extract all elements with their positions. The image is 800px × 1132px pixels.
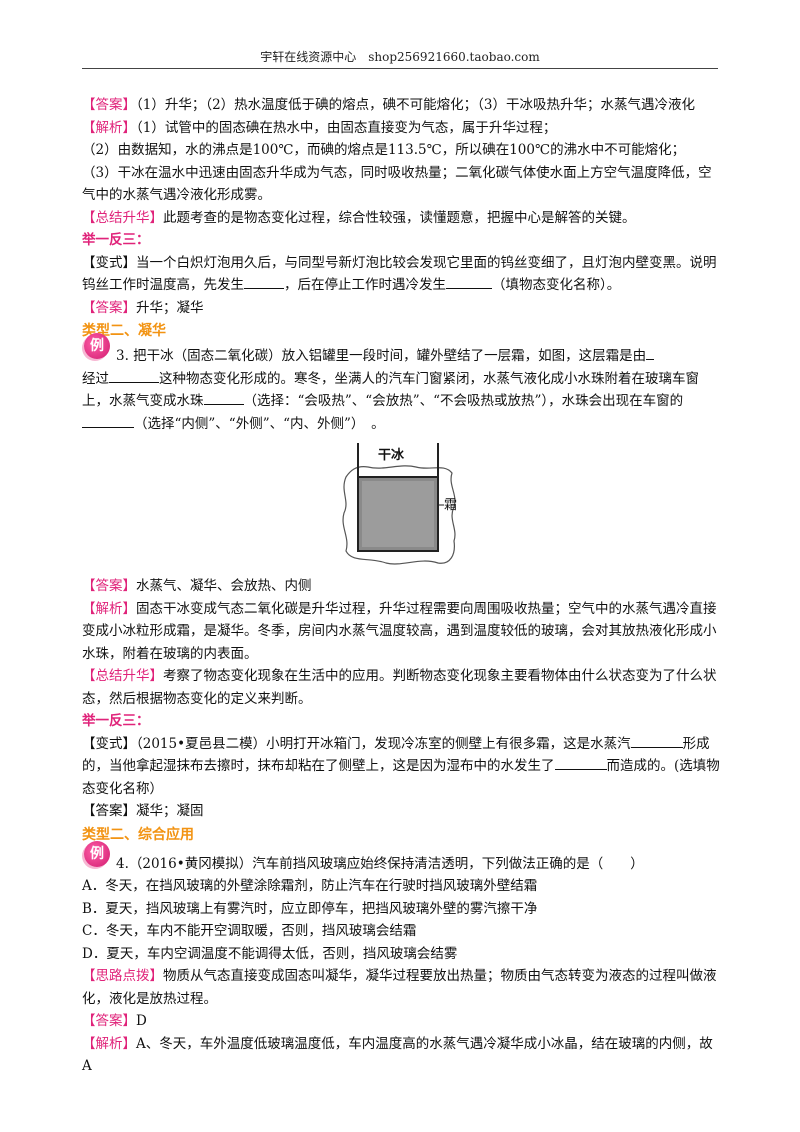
answer-text: D <box>136 1013 147 1029</box>
hint-tag: 【思路点拨】 <box>82 968 163 984</box>
blank <box>82 413 134 428</box>
answer-tag: 【答案】 <box>82 1013 136 1029</box>
blank <box>646 345 655 360</box>
option-a: A．冬天，在挡风玻璃的外壁涂除霜剂，防止汽车在行驶时挡风玻璃外壁结霜 <box>82 878 538 894</box>
answer-4: 【答案】D <box>82 1010 722 1033</box>
variant-text-a: （2015•夏邑县二模）小明打开冰箱门，发现冷冻室的侧壁上有很多霜，这是水蒸汽 <box>136 735 631 752</box>
analysis-text: A、冬天，车外温度低玻璃温度低，车内温度高的水蒸气遇冷凝华成小冰晶，结在玻璃的内… <box>82 1035 713 1075</box>
blank <box>109 368 159 383</box>
document-body: 【答案】（1）升华；（2）热水温度低于碘的熔点，碘不可能熔化；（3）干冰吸热升华… <box>82 94 722 1078</box>
blank <box>554 755 607 770</box>
hint-4: 【思路点拨】物质从气态直接变成固态叫凝华，凝华过程要放出热量；物质由气态转变为液… <box>82 965 722 1010</box>
variant-text-b: ，后在停止工作时遇冷发生 <box>284 277 446 293</box>
section-title-3: 类型二、综合应用 <box>82 826 194 843</box>
example-3: 例 3. 把干冰（固态二氧化碳）放入铝罐里一段时间，罐外壁结了一层霜，如图，这层… <box>82 333 722 368</box>
juyi-heading-1: 举一反三： <box>82 232 150 248</box>
answer-1: 【答案】（1）升华；（2）热水温度低于碘的熔点，碘不可能熔化；（3）干冰吸热升华… <box>82 94 722 117</box>
option-d: D．夏天，车内空调温度不能调得太低，否则，挡风玻璃会结雾 <box>82 945 458 962</box>
answer-text: （1）升华；（2）热水温度低于碘的熔点，碘不可能熔化；（3）干冰吸热升华；水蒸气… <box>136 97 696 113</box>
example-badge-icon: 例 <box>84 333 110 359</box>
question-3-cont: 经过这种物态变化形成的。寒冬，坐满人的汽车门窗紧闭，水蒸气液化成小水珠附着在玻璃… <box>82 368 722 436</box>
summary-tag: 【总结升华】 <box>82 209 163 226</box>
answer-text: 水蒸气、凝华、会放热、内侧 <box>136 578 312 594</box>
option-c: C．冬天，车内不能开空调取暖，否则，挡风玻璃会结霜 <box>82 923 417 939</box>
analysis-tag: 【解析】 <box>82 1035 136 1052</box>
example-4: 例 4.（2016•黄冈模拟）汽车前挡风玻璃应始终保持清洁透明，下列做法正确的是… <box>82 840 722 876</box>
variant-tag: 【变式】 <box>82 254 136 271</box>
analysis-tag: 【解析】 <box>82 119 136 136</box>
example-badge-icon: 例 <box>84 840 110 867</box>
analysis-tag: 【解析】 <box>82 600 136 617</box>
question-3: 3. 把干冰（固态二氧化碳）放入铝罐里一段时间，罐外壁结了一层霜，如图，这层霜是… <box>108 345 722 368</box>
analysis-text: （1）试管中的固态碘在热水中，由固态直接变为气态，属于升华过程； <box>136 119 557 136</box>
can-diagram-icon <box>342 443 456 565</box>
variant-tag: 【变式】 <box>82 735 136 752</box>
analysis-1: 【解析】（1）试管中的固态碘在热水中，由固态直接变为气态，属于升华过程； <box>82 117 722 140</box>
variant-text-c: （填物态变化名称）。 <box>492 277 621 293</box>
section-title-2: 类型二、凝华 <box>82 323 166 339</box>
figure-label-frost: 霜 <box>444 498 458 513</box>
analysis-text: 固态干冰变成气态二氧化碳是升华过程，升华过程需要向周围吸收热量；空气中的水蒸气遇… <box>82 600 717 662</box>
variant-text-c: 而造成的。(选填物态变化名称） <box>82 758 720 797</box>
question-4: 4.（2016•黄冈模拟）汽车前挡风玻璃应始终保持清洁透明，下列做法正确的是（ … <box>116 855 644 872</box>
summary-tag: 【总结升华】 <box>82 668 163 684</box>
analysis-1-line3: （3）干冰在温水中迅速由固态升华成为气态，同时吸收热量；二氧化碳气体使水面上方空… <box>82 164 712 204</box>
question-text-d: （选择：“会吸热”、“会放热”、“不会吸热或放热”），水珠会出现在车窗的 <box>243 393 684 409</box>
summary-text: 考察了物态变化现象在生活中的应用。判断物态变化现象主要看物体由什么状态变为了什么… <box>82 668 717 707</box>
answer-tag: 【答案】 <box>82 803 136 819</box>
variant-answer-2: 【答案】凝华；凝固 <box>82 800 722 823</box>
juyi-heading-2: 举一反三： <box>82 713 150 729</box>
page-header: 宇轩在线资源中心 shop256921660.taobao.com <box>82 48 718 69</box>
summary-1: 【总结升华】此题考查的是物态变化过程，综合性较强，读懂题意，把握中心是解答的关键… <box>82 207 722 230</box>
figure-label-dry-ice: 干冰 <box>378 448 405 463</box>
question-text-b: 经过 <box>82 370 109 387</box>
answer-text: 升华；凝华 <box>136 299 204 316</box>
analysis-3: 【解析】固态干冰变成气态二氧化碳是升华过程，升华过程需要向周围吸收热量；空气中的… <box>82 598 722 666</box>
blank <box>446 274 492 289</box>
answer-text: 凝华；凝固 <box>136 803 204 819</box>
blank <box>203 390 244 405</box>
analysis-4: 【解析】A、冬天，车外温度低玻璃温度低，车内温度高的水蒸气遇冷凝华成小冰晶，结在… <box>82 1033 722 1078</box>
variant-1: 【变式】当一个白炽灯泡用久后，与同型号新灯泡比较会发现它里面的钨丝变细了，且灯泡… <box>82 252 722 297</box>
question-text-a: 3. 把干冰（固态二氧化碳）放入铝罐里一段时间，罐外壁结了一层霜，如图，这层霜是… <box>116 348 647 364</box>
summary-3: 【总结升华】考察了物态变化现象在生活中的应用。判断物态变化现象主要看物体由什么状… <box>82 665 722 710</box>
question-text-e: （选择“内侧”、“外侧”、“内、外侧”） 。 <box>134 415 385 432</box>
variant-text-b: 形成的，当他拿起湿抹布去擦时，抹布却粘在了侧壁上，这是因为湿布中的水发生了 <box>82 735 710 775</box>
answer-3: 【答案】水蒸气、凝华、会放热、内侧 <box>82 575 722 598</box>
variant-answer-1: 【答案】升华；凝华 <box>82 297 722 320</box>
question-text-c: 这种物态变化形成的。寒冬，坐满人的汽车门窗紧闭，水蒸气液化成小水珠附着在玻璃车窗… <box>82 370 699 410</box>
answer-tag: 【答案】 <box>82 578 136 594</box>
variant-2: 【变式】（2015•夏邑县二模）小明打开冰箱门，发现冷冻室的侧壁上有很多霜，这是… <box>82 733 722 801</box>
hint-text: 物质从气态直接变成固态叫凝华，凝华过程要放出热量；物质由气态转变为液态的过程叫做… <box>82 968 717 1007</box>
dry-ice-can-figure: 干冰 霜 <box>340 441 480 569</box>
variant-text-a: 当一个白炽灯泡用久后，与同型号新灯泡比较会发现它里面的钨丝变细了，且灯泡内壁变黑… <box>82 254 717 294</box>
summary-text: 此题考查的是物态变化过程，综合性较强，读懂题意，把握中心是解答的关键。 <box>163 209 636 226</box>
answer-tag: 【答案】 <box>82 97 136 113</box>
option-b: B．夏天，挡风玻璃上有雾汽时，应立即停车，把挡风玻璃外壁的雾汽擦干净 <box>82 900 538 917</box>
blank <box>630 733 683 748</box>
analysis-1-line2: （2）由数据知，水的沸点是100℃，而碘的熔点是113.5℃，所以碘在100℃的… <box>82 142 686 158</box>
blank <box>244 274 284 289</box>
answer-tag: 【答案】 <box>82 299 136 316</box>
